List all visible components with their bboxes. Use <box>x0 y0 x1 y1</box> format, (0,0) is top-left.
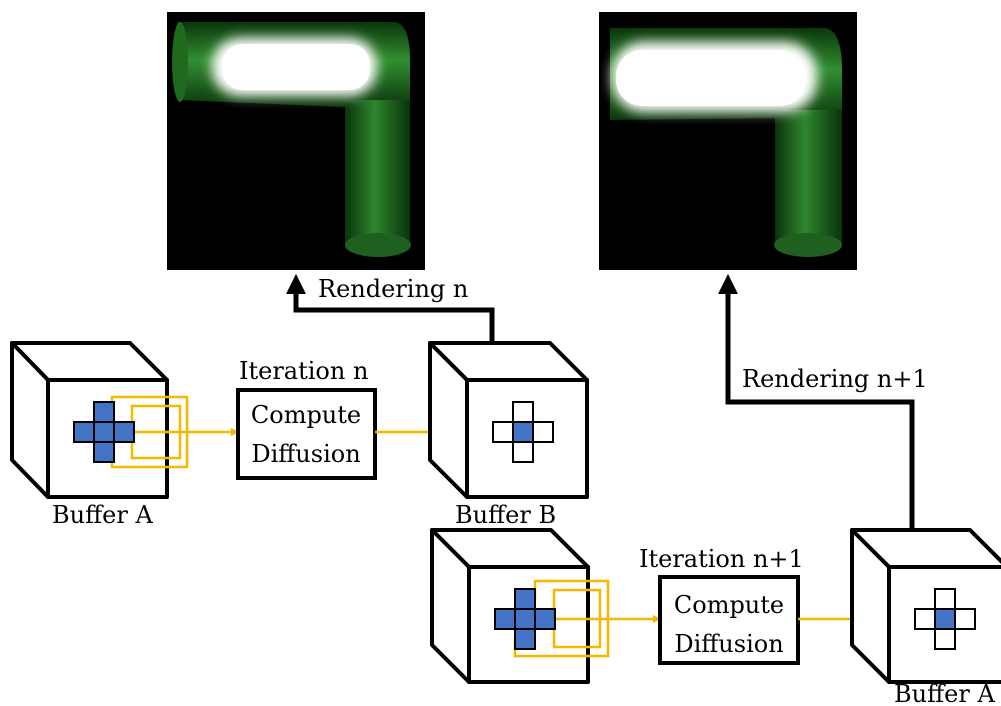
render-panel-n <box>167 12 425 270</box>
rendering-n1-label: Rendering n+1 <box>742 365 928 393</box>
buffer-copy-cube <box>430 528 590 684</box>
buffer-a-label-1: Buffer A <box>52 501 153 529</box>
iteration-n1-label: Iteration n+1 <box>639 545 804 573</box>
stencil-a2 <box>914 588 976 650</box>
rendering-n1-arrow <box>718 274 915 530</box>
buffer-b-cube <box>428 341 589 499</box>
buffer-a-cube-1 <box>10 341 169 499</box>
render-panel-n1 <box>599 12 857 270</box>
stencil-b2 <box>494 588 556 650</box>
compute-label-n1: Compute <box>674 591 784 619</box>
buffer-a-cube-2 <box>850 528 1001 684</box>
compute-label-n: Compute <box>251 401 361 429</box>
diffusion-label-n: Diffusion <box>251 440 360 468</box>
diffusion-label-n1: Diffusion <box>674 630 783 658</box>
stencil-a1 <box>73 401 135 463</box>
buffer-a-label-2: Buffer A <box>894 680 995 706</box>
buffer-b-label: Buffer B <box>455 501 556 529</box>
stencil-b <box>492 401 554 463</box>
compute-diffusion-box-n <box>236 388 377 480</box>
iteration-n-label: Iteration n <box>239 357 368 385</box>
rendering-n-label: Rendering n <box>318 275 468 303</box>
rendering-n-arrow <box>286 274 495 342</box>
